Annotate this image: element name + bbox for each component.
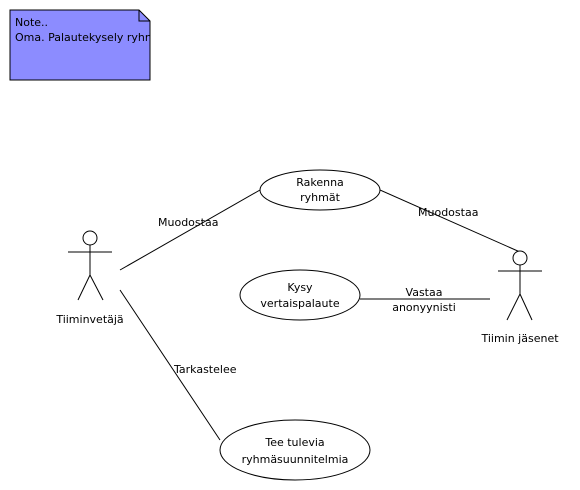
actor-member-right-leg: [519, 293, 533, 321]
use-case-build-line-1: Rakenna: [296, 176, 344, 189]
association-leader-build-label: Muodostaa: [158, 216, 218, 229]
actor-leader-left-leg: [77, 274, 91, 301]
association-member-ask-label-2: anonyynisti: [392, 301, 456, 314]
use-case-plan-shape: [219, 419, 371, 481]
use-case-ask[interactable]: Kysy vertaispalaute: [239, 269, 361, 321]
association-member-ask-label-1: Vastaa: [406, 286, 443, 299]
actor-leader[interactable]: [68, 230, 112, 301]
association-leader-build[interactable]: [119, 189, 261, 271]
note-shape: [9, 9, 151, 81]
actor-leader-label: Tiiminvetäjä: [55, 313, 123, 326]
actor-member-head: [512, 250, 528, 266]
use-case-ask-line-2: vertaispalaute: [260, 297, 339, 310]
use-case-build-shape: [259, 169, 381, 211]
actor-member-label: Tiimin jäsenet: [480, 332, 559, 345]
note[interactable]: Note.. Oma. Palautekysely ryhmälle: [9, 9, 175, 81]
use-case-plan-line-1: Tee tulevia: [264, 436, 324, 449]
association-member-build[interactable]: [379, 189, 521, 253]
note-line-2: Oma. Palautekysely ryhmälle: [15, 31, 175, 44]
use-case-ask-shape: [239, 269, 361, 321]
actor-leader-head: [82, 230, 98, 246]
association-leader-plan-label: Tarkastelee: [173, 363, 237, 376]
note-fold: [138, 10, 150, 22]
note-line-1: Note..: [15, 16, 48, 29]
association-leader-plan[interactable]: [119, 289, 221, 441]
actor-member-left-leg: [506, 293, 521, 321]
use-case-build[interactable]: Rakenna ryhmät: [259, 169, 381, 211]
use-case-plan-line-2: ryhmäsuunnitelmia: [242, 453, 349, 466]
use-case-plan[interactable]: Tee tulevia ryhmäsuunnitelmia: [219, 419, 371, 481]
use-case-build-line-2: ryhmät: [300, 191, 340, 204]
association-member-build-label: Muodostaa: [418, 206, 478, 219]
actor-member[interactable]: [498, 250, 542, 321]
use-case-ask-line-1: Kysy: [287, 281, 313, 294]
actor-leader-right-leg: [89, 274, 104, 301]
